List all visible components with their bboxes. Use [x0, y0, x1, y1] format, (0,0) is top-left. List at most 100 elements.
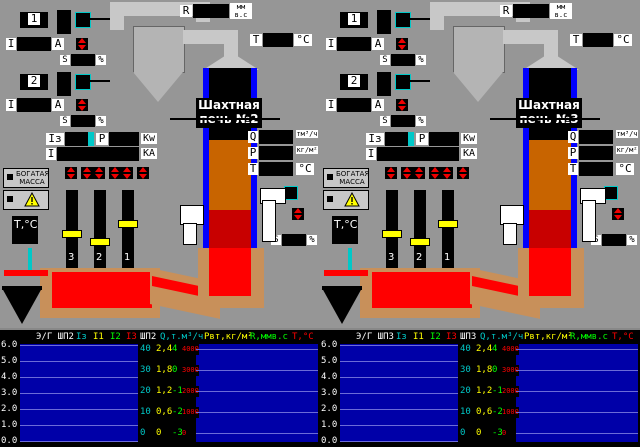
r-value-display	[193, 4, 229, 18]
electrode-3-hold-icon[interactable]	[401, 167, 413, 179]
q-label: Q	[568, 130, 578, 143]
s1-label: S	[380, 55, 390, 65]
i1-unit: A	[52, 38, 64, 50]
valve-updown-icon[interactable]	[612, 208, 624, 220]
electrode-2-hold-icon[interactable]	[429, 167, 441, 179]
p-label: P	[416, 133, 428, 145]
i1-unit: A	[372, 38, 384, 50]
scale-label-p: 1,8	[476, 365, 493, 376]
furnace-title: Шахтная печь №3	[516, 98, 582, 128]
scale-label-t: 3000	[182, 365, 199, 376]
feeder-line-1	[410, 18, 430, 20]
legend-i2: I2	[430, 332, 441, 342]
transformer-1-number: 1	[348, 13, 360, 25]
rich-mass-label: БОГАТАЯ МАССА	[16, 170, 50, 186]
t-top-unit: °C	[614, 34, 632, 46]
scale-label-p: 2,4	[156, 344, 173, 355]
charge-layer-orange	[529, 140, 571, 210]
cyclone-cone	[453, 72, 503, 102]
rich-mass-label: БОГАТАЯ МАССА	[336, 170, 370, 186]
rich-mass-button[interactable]: БОГАТАЯ МАССА	[3, 168, 49, 188]
s-valve-value-display	[602, 234, 626, 246]
s1-unit: %	[96, 55, 106, 65]
s2-unit: %	[416, 116, 426, 126]
switch-1-icon[interactable]	[75, 12, 91, 28]
scale-label-p: 0	[156, 428, 162, 439]
electrode-3-updown-icon[interactable]	[385, 167, 397, 179]
transformer-2-body	[377, 72, 391, 96]
gridline	[340, 393, 458, 394]
p-right-value-display	[259, 146, 293, 160]
yaxis-tick-label: 4.0	[321, 372, 338, 382]
gas-valve-icon[interactable]	[284, 186, 298, 200]
i1-updown-icon[interactable]	[396, 38, 408, 50]
i2-label: I	[326, 98, 336, 111]
i-value-display	[377, 147, 459, 161]
electrode-2-hold-icon[interactable]	[109, 167, 121, 179]
t-top-label: T	[570, 34, 582, 46]
s2-label: S	[60, 116, 70, 126]
p-right-unit: кг/м²	[296, 146, 318, 154]
kw-unit: Kw	[461, 133, 477, 144]
yaxis-tick-label: 6.0	[1, 340, 18, 350]
gridline	[516, 391, 638, 392]
scale-label-t: 0	[502, 428, 507, 439]
legend-i1: I1	[413, 332, 424, 342]
scale-label-p: 1,2	[156, 386, 173, 397]
gridline	[516, 370, 638, 371]
electrode-2-updown-icon[interactable]	[93, 167, 105, 179]
scale-label-q: 0	[140, 428, 146, 439]
scale-label-q: 20	[460, 386, 471, 397]
i1-label: I	[6, 37, 16, 50]
electrode-2-updown-icon[interactable]	[413, 167, 425, 179]
i1-updown-icon[interactable]	[76, 38, 88, 50]
tuyere-left-down	[183, 223, 197, 245]
gridline	[340, 409, 458, 410]
legend-q: Q,т.м³/ч	[160, 332, 204, 342]
electrode-2-clamp	[90, 238, 110, 246]
scale-label-r: 4	[492, 344, 498, 355]
i1-value-display	[337, 37, 371, 51]
p-right-unit: кг/м²	[616, 146, 638, 154]
electrode-1-hold-icon[interactable]	[137, 167, 149, 179]
electrode-1-hold-icon[interactable]	[457, 167, 469, 179]
scale-label-t: 3000	[502, 365, 519, 376]
electrode-2-label: 2	[416, 252, 423, 263]
gridline	[20, 393, 138, 394]
scale-label-r: -2	[172, 407, 183, 418]
scale-label-r: 0	[172, 365, 178, 376]
temp-label: T,°C	[14, 218, 38, 231]
electrode-1-updown-icon[interactable]	[441, 167, 453, 179]
cyclone-body	[453, 26, 505, 73]
i2-updown-icon[interactable]	[76, 99, 88, 111]
gridline	[20, 441, 138, 442]
switch-2-icon[interactable]	[75, 74, 91, 90]
blue-pipe-left	[203, 68, 209, 248]
warning-button[interactable]	[3, 190, 49, 210]
electrode-3-hold-icon[interactable]	[81, 167, 93, 179]
t-right-label: T	[568, 162, 578, 175]
scale-label-r: 4	[172, 344, 178, 355]
temp-box	[12, 216, 38, 244]
legend-i3: I3	[446, 332, 457, 342]
yaxis-tick-label: 0.0	[1, 436, 18, 446]
process-trend-chart[interactable]	[516, 344, 638, 442]
switch-1-icon[interactable]	[395, 12, 411, 28]
electrode-1-updown-icon[interactable]	[121, 167, 133, 179]
rich-mass-button[interactable]: БОГАТАЯ МАССА	[323, 168, 369, 188]
i2-updown-icon[interactable]	[396, 99, 408, 111]
electrode-3-updown-icon[interactable]	[65, 167, 77, 179]
process-trend-chart[interactable]	[196, 344, 318, 442]
legend-i1: I1	[93, 332, 104, 342]
valve-updown-icon[interactable]	[292, 208, 304, 220]
warning-button[interactable]	[323, 190, 369, 210]
scale-label-r: -2	[492, 407, 503, 418]
yaxis-tick-label: 4.0	[1, 372, 18, 382]
melt-shaft-base	[529, 248, 571, 296]
charge-layer-red	[529, 210, 571, 248]
gridline	[20, 361, 138, 362]
charge-layer-orange	[209, 140, 251, 210]
gas-valve-icon[interactable]	[604, 186, 618, 200]
r-unit: мм в.с	[230, 3, 252, 19]
switch-2-icon[interactable]	[395, 74, 411, 90]
